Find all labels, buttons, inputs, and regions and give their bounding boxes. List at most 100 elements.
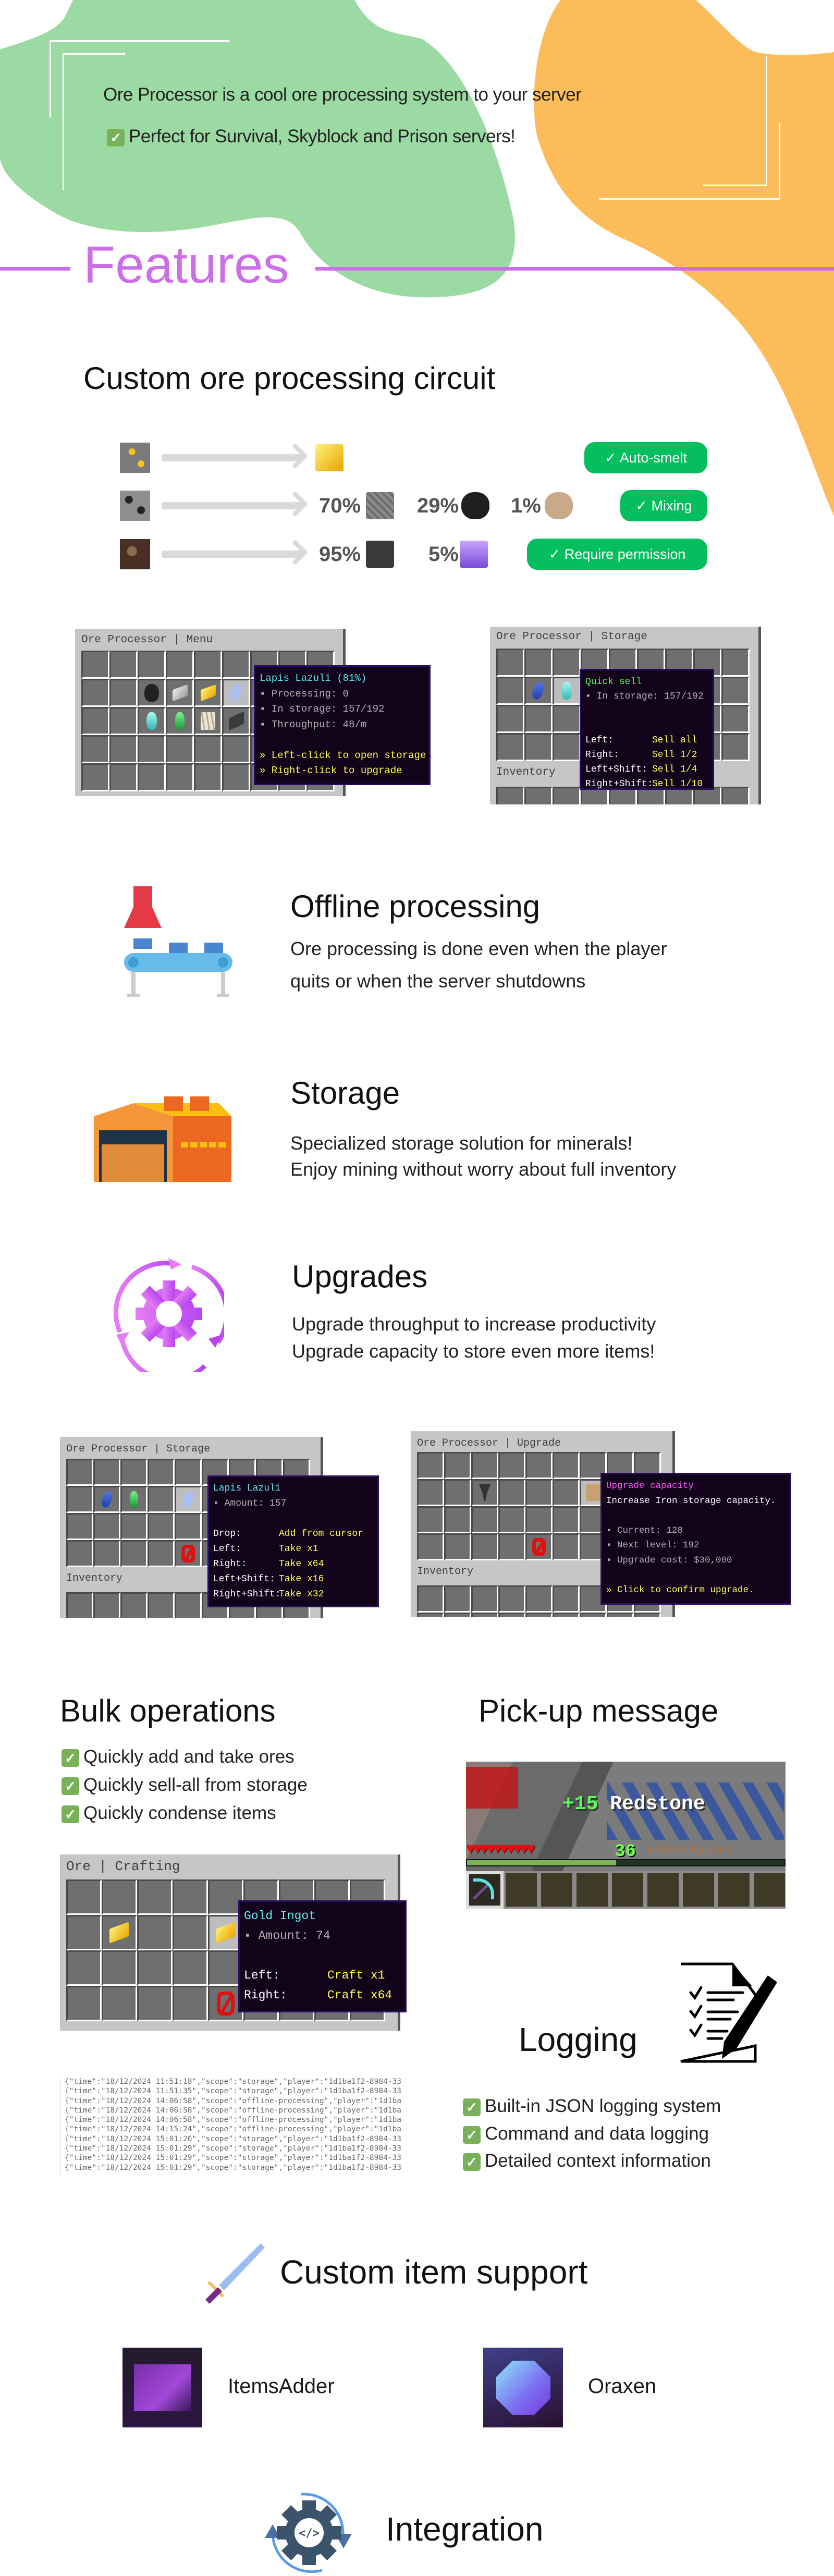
inventory-slot[interactable] — [81, 651, 109, 679]
inventory-slot[interactable] — [166, 651, 194, 679]
inventory-slot[interactable] — [173, 1879, 208, 1915]
inventory-slot[interactable] — [471, 1613, 498, 1617]
inventory-slot[interactable] — [120, 1540, 148, 1567]
inventory-slot[interactable] — [93, 1592, 120, 1618]
inventory-slot[interactable] — [417, 1479, 444, 1506]
inventory-slot[interactable] — [93, 1540, 120, 1567]
inventory-slot[interactable] — [524, 787, 553, 804]
inventory-slot[interactable] — [498, 1479, 525, 1506]
inventory-slot[interactable] — [66, 1540, 93, 1567]
inventory-slot[interactable] — [109, 679, 138, 707]
inventory-slot[interactable] — [166, 679, 194, 707]
inventory-slot[interactable] — [102, 1879, 137, 1915]
inventory-slot[interactable] — [607, 1613, 634, 1617]
inventory-slot[interactable] — [444, 1506, 471, 1533]
inventory-slot[interactable] — [471, 1506, 498, 1533]
inventory-slot[interactable] — [524, 705, 553, 733]
inventory-slot[interactable] — [496, 677, 524, 705]
inventory-slot[interactable] — [194, 679, 222, 707]
inventory-slot[interactable] — [194, 763, 222, 791]
inventory-slot[interactable] — [93, 1486, 120, 1513]
inventory-slot[interactable] — [137, 1879, 173, 1915]
inventory-slot[interactable] — [175, 1513, 202, 1540]
hotbar-slot[interactable] — [574, 1871, 610, 1909]
inventory-slot[interactable] — [175, 1540, 202, 1567]
inventory-slot[interactable] — [498, 1585, 525, 1613]
inventory-slot[interactable] — [553, 705, 581, 733]
inventory-slot[interactable] — [222, 763, 250, 791]
inventory-slot[interactable] — [417, 1613, 444, 1617]
inventory-slot[interactable] — [66, 1986, 102, 2021]
inventory-slot[interactable] — [496, 787, 524, 804]
inventory-slot[interactable] — [66, 1513, 93, 1540]
inventory-slot[interactable] — [148, 1459, 175, 1486]
inventory-slot[interactable] — [138, 679, 166, 707]
inventory-slot[interactable] — [553, 1613, 580, 1617]
inventory-slot[interactable] — [175, 1459, 202, 1486]
inventory-slot[interactable] — [553, 1479, 580, 1506]
inventory-slot[interactable] — [66, 1486, 93, 1513]
hotbar-slot[interactable] — [610, 1871, 645, 1909]
inventory-slot[interactable] — [66, 1879, 102, 1915]
inventory-slot[interactable] — [120, 1592, 148, 1618]
inventory-slot[interactable] — [175, 1486, 202, 1513]
inventory-slot[interactable] — [721, 649, 750, 677]
inventory-slot[interactable] — [109, 735, 138, 763]
inventory-slot[interactable] — [166, 763, 194, 791]
hotbar-slot[interactable] — [504, 1871, 539, 1909]
inventory-slot[interactable] — [417, 1585, 444, 1613]
inventory-slot[interactable] — [120, 1513, 148, 1540]
inventory-slot[interactable] — [525, 1479, 553, 1506]
inventory-slot[interactable] — [173, 1950, 208, 1986]
inventory-slot[interactable] — [417, 1452, 444, 1479]
inventory-slot[interactable] — [553, 1506, 580, 1533]
inventory-slot[interactable] — [444, 1479, 471, 1506]
inventory-slot[interactable] — [102, 1986, 137, 2021]
inventory-slot[interactable] — [81, 679, 109, 707]
inventory-slot[interactable] — [444, 1585, 471, 1613]
inventory-slot[interactable] — [166, 707, 194, 735]
inventory-slot[interactable] — [173, 1915, 208, 1950]
inventory-slot[interactable] — [496, 705, 524, 733]
inventory-slot[interactable] — [120, 1486, 148, 1513]
inventory-slot[interactable] — [138, 651, 166, 679]
inventory-slot[interactable] — [166, 735, 194, 763]
inventory-slot[interactable] — [66, 1459, 93, 1486]
inventory-slot[interactable] — [148, 1513, 175, 1540]
inventory-slot[interactable] — [148, 1592, 175, 1618]
inventory-slot[interactable] — [81, 763, 109, 791]
inventory-slot[interactable] — [496, 649, 524, 677]
inventory-slot[interactable] — [444, 1533, 471, 1560]
inventory-slot[interactable] — [81, 707, 109, 735]
inventory-slot[interactable] — [525, 1613, 553, 1617]
inventory-slot[interactable] — [66, 1950, 102, 1986]
inventory-slot[interactable] — [721, 705, 750, 733]
inventory-slot[interactable] — [194, 735, 222, 763]
hotbar-slot[interactable] — [466, 1871, 504, 1909]
inventory-slot[interactable] — [498, 1533, 525, 1560]
inventory-slot[interactable] — [525, 1533, 553, 1560]
inventory-slot[interactable] — [524, 649, 553, 677]
inventory-slot[interactable] — [120, 1459, 148, 1486]
inventory-slot[interactable] — [553, 649, 581, 677]
inventory-slot[interactable] — [444, 1613, 471, 1617]
inventory-slot[interactable] — [634, 1613, 661, 1617]
inventory-slot[interactable] — [194, 651, 222, 679]
inventory-slot[interactable] — [498, 1452, 525, 1479]
inventory-slot[interactable] — [553, 787, 581, 804]
inventory-slot[interactable] — [417, 1506, 444, 1533]
inventory-slot[interactable] — [524, 733, 553, 761]
inventory-slot[interactable] — [417, 1533, 444, 1560]
inventory-slot[interactable] — [66, 1592, 93, 1618]
inventory-slot[interactable] — [498, 1613, 525, 1617]
inventory-slot[interactable] — [525, 1452, 553, 1479]
inventory-slot[interactable] — [222, 651, 250, 679]
inventory-slot[interactable] — [721, 677, 750, 705]
inventory-slot[interactable] — [580, 1613, 607, 1617]
inventory-slot[interactable] — [109, 651, 138, 679]
inventory-slot[interactable] — [553, 1585, 580, 1613]
inventory-slot[interactable] — [471, 1533, 498, 1560]
inventory-slot[interactable] — [496, 733, 524, 761]
inventory-slot[interactable] — [471, 1479, 498, 1506]
inventory-slot[interactable] — [93, 1513, 120, 1540]
